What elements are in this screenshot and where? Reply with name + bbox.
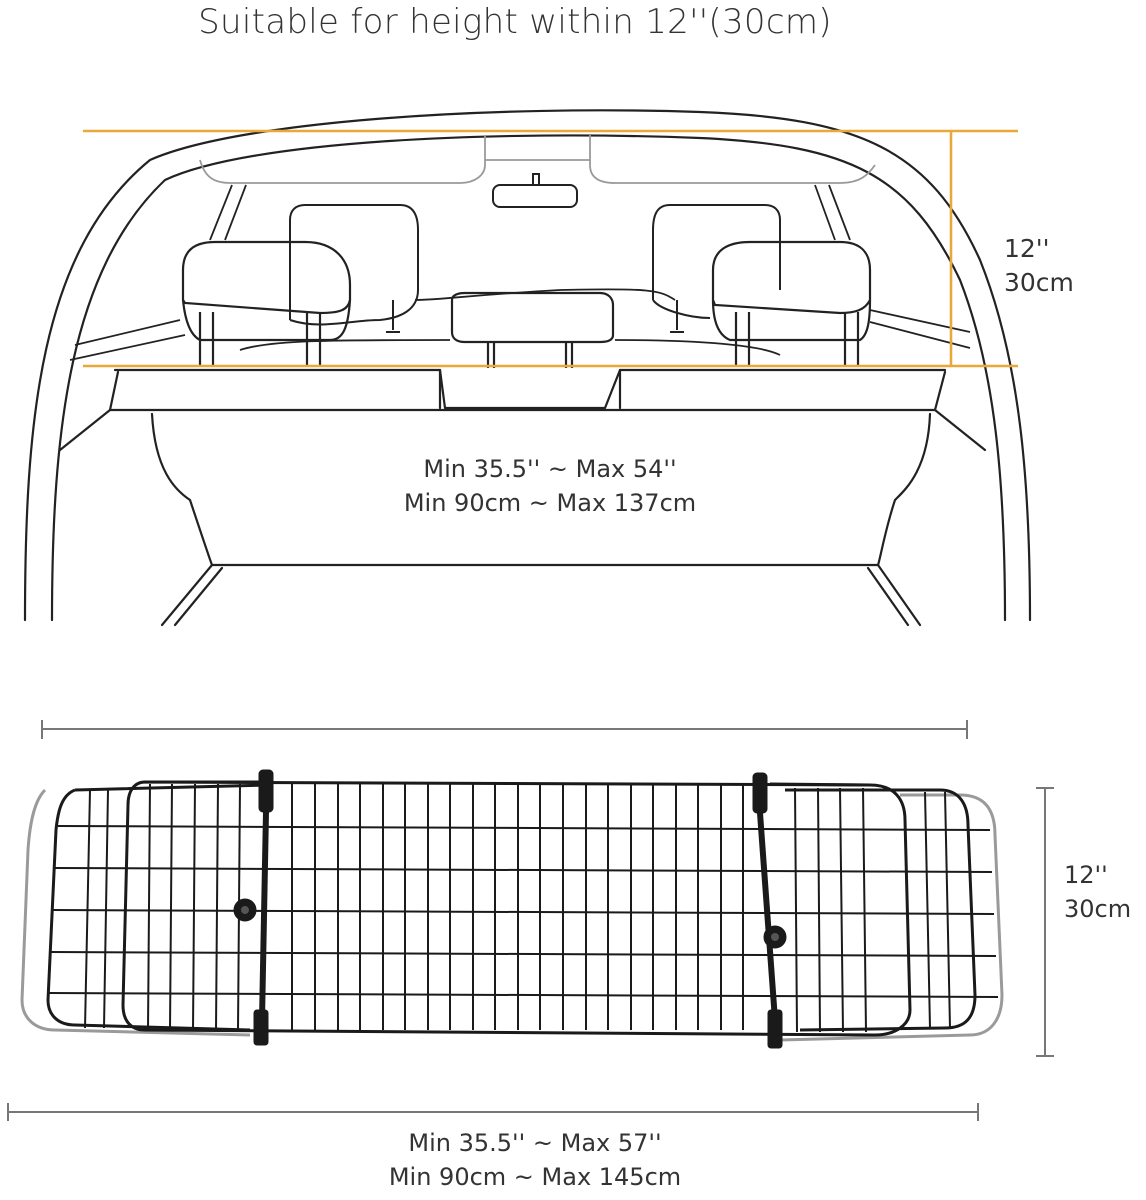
car-width-inches: Min 35.5'' ~ Max 54'' [423,455,677,483]
car-width-cm: Min 90cm ~ Max 137cm [403,489,697,517]
barrier-width-inches: Min 35.5'' ~ Max 57'' [408,1129,662,1157]
barrier-height-inches: 12'' [1064,861,1108,889]
car-height-label: 12'' 30cm [1004,232,1074,300]
car-height-cm: 30cm [1004,268,1074,297]
barrier-width-range-label: Min 35.5'' ~ Max 57'' Min 90cm ~ Max 145… [315,1126,755,1194]
barrier-width-cm: Min 90cm ~ Max 145cm [388,1163,682,1191]
car-width-range-label: Min 35.5'' ~ Max 54'' Min 90cm ~ Max 137… [340,452,760,520]
barrier-height-label: 12'' 30cm [1064,858,1131,926]
diagram-title: Suitable for height within 12''(30cm) [198,2,832,42]
car-height-inches: 12'' [1004,234,1050,263]
barrier-height-cm: 30cm [1064,895,1132,923]
car-interior-illustration [23,109,1032,627]
